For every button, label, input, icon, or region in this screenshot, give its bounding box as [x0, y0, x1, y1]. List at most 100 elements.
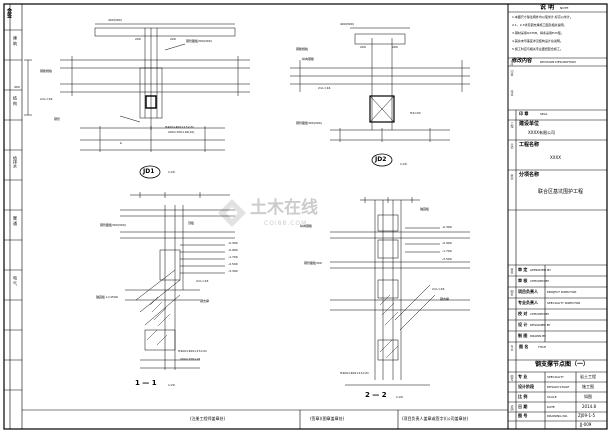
footer-stage-value: 施工图 [582, 384, 594, 389]
sec1-scale: 1:20 [168, 383, 175, 387]
jd2-note: H4=00 [410, 111, 421, 115]
jd1-note: 钢管腹板300(300) [186, 39, 212, 43]
drawing-name-label: 图 名 [519, 344, 529, 349]
jd2-dim: 200 [360, 45, 366, 49]
jd1-detail [24, 23, 250, 152]
seal-label: 印 章 [519, 111, 529, 116]
sec2-note: 2×L=16 [432, 287, 445, 291]
footer-date-en: DATE [547, 405, 555, 409]
description-line: 3.钢材采用Q235B，焊条采用E43型。 [512, 31, 564, 35]
left-strip-row: 给排水 [13, 156, 18, 168]
right-col-label: 图名 [510, 290, 514, 296]
sig-approved-en: APPROVED BY [530, 268, 552, 272]
sec1-note: 200×150×16 [180, 357, 201, 361]
sec1-elev: -0.900 [228, 248, 238, 252]
footer-scale-value: 如图 [584, 394, 592, 399]
right-col-label: 建设 [510, 90, 514, 96]
left-strip-row: 结 构 [13, 96, 18, 106]
section-1-hatch [146, 296, 171, 346]
sec1-elev: -0.300 [228, 241, 238, 245]
right-col-label: 审定 [510, 174, 514, 180]
left-strip [4, 4, 23, 429]
sec1-elev: -1.700 [228, 255, 238, 259]
drawing-name-sub: TITLE [538, 345, 547, 349]
jd2-dim: 200 [392, 45, 398, 49]
sig-drawn: 制 图 [518, 333, 528, 338]
description-line: 2.1、2.3详见钢支撑施工图及相关说明。 [512, 23, 567, 27]
sec1-note: H400×400×13×21 [178, 349, 207, 353]
jd2-note: 2×L=16 [318, 86, 331, 90]
watermark-main: 土木在线 [250, 198, 318, 218]
jd2-detail [290, 27, 470, 142]
section-2-detail [330, 197, 470, 386]
jd1-note: 钢筋规格 [40, 69, 53, 73]
sig-proof-en: CHECKED BY [530, 312, 550, 316]
sec1-note: 顶板 [188, 221, 195, 225]
sec1-label: 1 — 1 [135, 379, 157, 387]
revision-label: 修改内容 [512, 58, 533, 64]
sig-drawn-en: DRAWN BY [530, 334, 547, 338]
footer-drawing-no-en: DRAWING NO. [547, 414, 568, 418]
sec2-elev: -2.500 [442, 257, 452, 261]
description-title: 说 明 [540, 4, 555, 11]
right-col-label: 修改 [510, 60, 514, 66]
sec2-note: 钢管腹板300 [304, 261, 322, 265]
right-col-label: 专业 [510, 345, 514, 351]
jd1-dim: b [120, 141, 122, 145]
client-value: XXXX有限公司 [528, 130, 555, 135]
left-strip-row: 建 筑 [13, 36, 18, 46]
project-label: 工程名称 [519, 142, 540, 148]
right-col-label: 审核 [510, 268, 514, 274]
subproject-value: 联合区基坑围护工程 [538, 189, 584, 195]
sec2-note: 纵向钢筋 [300, 224, 313, 228]
sig-approved: 审 定 [518, 267, 528, 272]
jd2-dim: 400(300) [340, 22, 354, 26]
footer-drawing-no: 图 号 [518, 413, 528, 418]
jd1-label: JD1 [143, 168, 155, 175]
right-col-label: 工程 [510, 122, 514, 128]
description-line: 4.其余未尽事宜详见结构设计总说明。 [512, 39, 563, 43]
jd1-note: 200×150×16(10) [168, 130, 195, 134]
footer-speciality-en: SPECIALITY [547, 375, 564, 379]
left-strip-row: 暖 通 [13, 216, 18, 226]
sec2-note: H400×400×13×21 [340, 371, 369, 375]
jd2-scale: 1:20 [400, 162, 407, 166]
sec1-elev: -2.500 [228, 262, 238, 266]
jd1-dim: 400 [14, 85, 20, 89]
sec1-elev: -3.300 [228, 269, 238, 273]
jd1-scale: 1:20 [168, 170, 175, 174]
seal-sub: SEAL [540, 112, 548, 116]
sec1-note: 锚固板 L=1500 [96, 295, 118, 299]
jd1-dim: 200 [135, 37, 141, 41]
sec2-note: 锚固板 [420, 207, 430, 211]
sig-designed: 设 计 [518, 322, 528, 327]
footer-sheet-code: JJ-009 [580, 422, 592, 427]
section-1-detail [120, 192, 235, 370]
jd1-dim: 400(300) [108, 18, 122, 22]
revision-sub: REVISION DESCRIPTION [540, 60, 576, 64]
drawing-name-value: 钢支撑节点图（一） [535, 361, 590, 368]
right-col-label: 分项 [510, 143, 514, 149]
right-col-label: 图号 [510, 375, 514, 381]
sec1-note: 钢管腹板300(300) [100, 223, 126, 227]
left-strip-title: 会签 [6, 8, 12, 18]
footer-drawing-no-value: ZJ09-1-5 [578, 413, 595, 418]
bottom-stamp-frame [22, 409, 508, 429]
footer-scale: 比 例 [518, 394, 528, 399]
jd1-note: 钢管 [54, 117, 61, 121]
description-sub: NOTE [560, 6, 569, 10]
sig-checked: 审 核 [518, 278, 528, 283]
sig-speciality-director-en: SPECIALITY DIRECTOR [547, 301, 581, 305]
description-line: 5.施工时应与相关专业图纸配合施工。 [512, 47, 563, 51]
jd1-note: 2×L=16 [40, 97, 53, 101]
right-col-label: 说明 [510, 405, 514, 411]
jd1-dim: 200 [170, 37, 176, 41]
jd1-label-bubble [139, 165, 161, 179]
watermark-logo [218, 199, 246, 227]
sec2-elev: -0.900 [442, 241, 452, 245]
footer-stage-en: DESIGN STAGE [547, 385, 570, 389]
jd2-note: 钢筋规格 [296, 47, 309, 51]
footer-stage: 设计阶段 [518, 384, 534, 389]
stamp-engineer: (注册工程师盖章处) [190, 416, 226, 421]
